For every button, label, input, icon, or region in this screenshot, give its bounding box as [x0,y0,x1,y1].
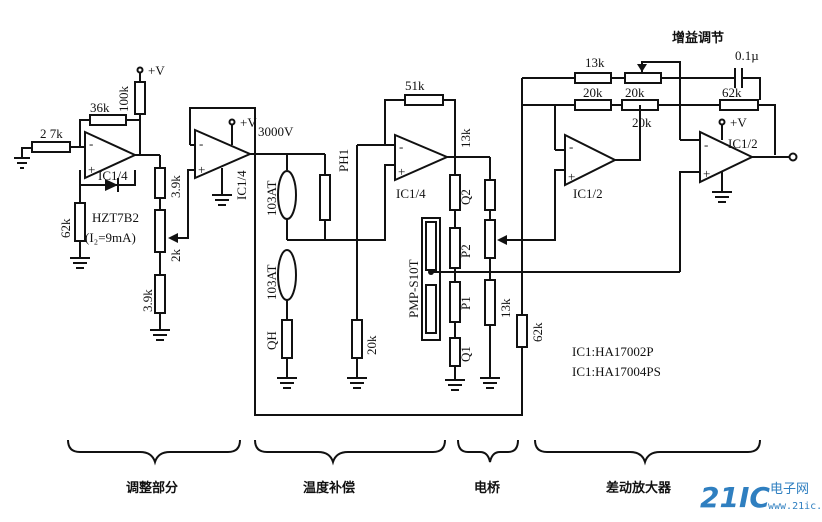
adjust-section: - + [14,66,195,341]
resistor-20k-a [574,99,612,111]
resistor-2-7k [31,141,71,153]
potentiometer-bridge [484,219,496,259]
r-20k-b-label: 20k [625,85,645,100]
resistor-13k-top [574,72,612,84]
wiper-arrow-icon-2 [497,235,507,245]
svg-text:+: + [198,162,205,177]
section-bridge-label: 电桥 [474,480,501,496]
op-amp-ic1-4-c [394,133,450,182]
r-51k-label: 51k [405,78,425,93]
section-temp-label: 温度补偿 [303,480,355,496]
cap-label: 0.1µ [735,48,759,63]
r-62k-left-label: 62k [58,218,73,238]
pot-2k-label: 2k [168,249,183,263]
resistor-62k-left [74,202,86,242]
r-20k-mid-label: 20k [364,335,379,355]
r-20k-c-label: 20k [632,115,652,130]
sensor-element-a [425,221,437,271]
resistor-36k [89,114,127,126]
resistor-ph1 [319,174,331,221]
plus-v-label-2: +V [240,115,257,130]
temp-compensation-section: - + - + [189,94,523,416]
r-2-7k-label: 2 7k [40,126,63,141]
op-amp-ic1-2-a [564,133,618,187]
svg-text:+: + [88,162,95,177]
r-3-9k-a-label: 3.9k [168,175,183,198]
qh-label: QH [264,331,279,350]
resistor-100k [134,81,146,115]
watermark-url: www.21ic.com [768,501,822,512]
svg-text:-: - [89,136,93,151]
thermistor-103at-b [277,249,297,301]
wiper-arrow-icon [168,233,178,243]
r-13k-b-label: 13k [498,298,513,318]
r-36k-label: 36k [90,100,110,115]
th-103at-a-label: 103AT [264,181,279,216]
potentiometer-2k [154,209,166,253]
op-amp-ic1-4-a [84,130,138,180]
ic1-4-b-label: IC1/4 [234,170,249,200]
r-62k-right-label: 62k [722,85,742,100]
section-braces: 调整部分 温度补偿 电桥 差动放大器 [67,439,761,496]
resistor-qh [281,319,293,359]
section-amp-label: 差动放大器 [606,480,672,496]
svg-text:-: - [399,139,403,154]
watermark-logo: 21IC 电子网 www.21ic.com [700,481,822,514]
r-13k-a-label: 13k [458,128,473,148]
watermark-brand: 21IC [700,481,770,514]
plus-v-label-3: +V [730,115,747,130]
r-13k-top-label: 13k [585,55,605,70]
svg-text:+: + [568,169,575,184]
p2-label: P2 [458,244,473,258]
resistor-13k-a [484,179,496,211]
resistor-20k-mid [351,319,363,359]
svg-text:-: - [199,136,203,151]
diff-amp-section: - + - + [522,61,798,272]
pmp-label: PMP-S10T [406,259,421,318]
svg-text:+: + [703,166,710,181]
ic1-4-c-label: IC1/4 [396,186,426,201]
gain-wiper-icon [637,64,647,72]
watermark-cn: 电子网 [770,482,809,497]
bridge-section [421,78,680,391]
thermistor-103at-a [277,170,297,220]
ic1-2-a-label: IC1/2 [573,186,603,201]
r-20k-a-label: 20k [583,85,603,100]
gain-adjust-label: 增益调节 [672,30,724,46]
resistor-3-9k-a [154,167,166,199]
resistor-3-9k-b [154,274,166,314]
ic1-note-1: IC1:HA17002P [572,344,654,359]
th-103at-b-label: 103AT [264,265,279,300]
section-adjust-label: 调整部分 [126,480,178,496]
component-labels: +V +V +V 2 7k 36k 100k 62k IC1/4 HZT7B2 … [40,30,759,379]
sensor-element-b [425,284,437,334]
resistor-62k-right [719,99,759,111]
r-3-9k-b-label: 3.9k [140,289,155,312]
resistor-13k-b [484,279,496,326]
ic1-2-b-label: IC1/2 [728,136,758,151]
v-3000-label: 3000V [258,124,294,139]
svg-text:+: + [398,164,405,179]
zener-label: HZT7B2 [92,210,139,225]
output-terminal [788,152,798,162]
ic1-note-2: IC1:HA17004PS [572,364,661,379]
resistor-62k-mid [516,314,528,348]
svg-text:-: - [704,137,708,152]
resistor-51k [404,94,444,106]
op-amp-ic1-2-b [699,130,755,184]
ph1-label: PH1 [336,149,351,172]
ic1-4-a-label: IC1/4 [98,168,128,183]
zener-current-label: (I₂=9mA) [85,230,136,245]
plus-v-label-1: +V [148,63,165,78]
potentiometer-gain [624,72,662,84]
r-100k-label: 100k [116,86,131,113]
q2-label: Q2 [458,189,473,205]
p1-label: P1 [458,296,473,310]
svg-text:-: - [569,139,573,154]
op-amp-ic1-4-b [194,128,253,180]
zener-diode-icon [105,179,118,191]
q1-label: Q1 [458,346,473,362]
r-62k-mid-label: 62k [530,322,545,342]
